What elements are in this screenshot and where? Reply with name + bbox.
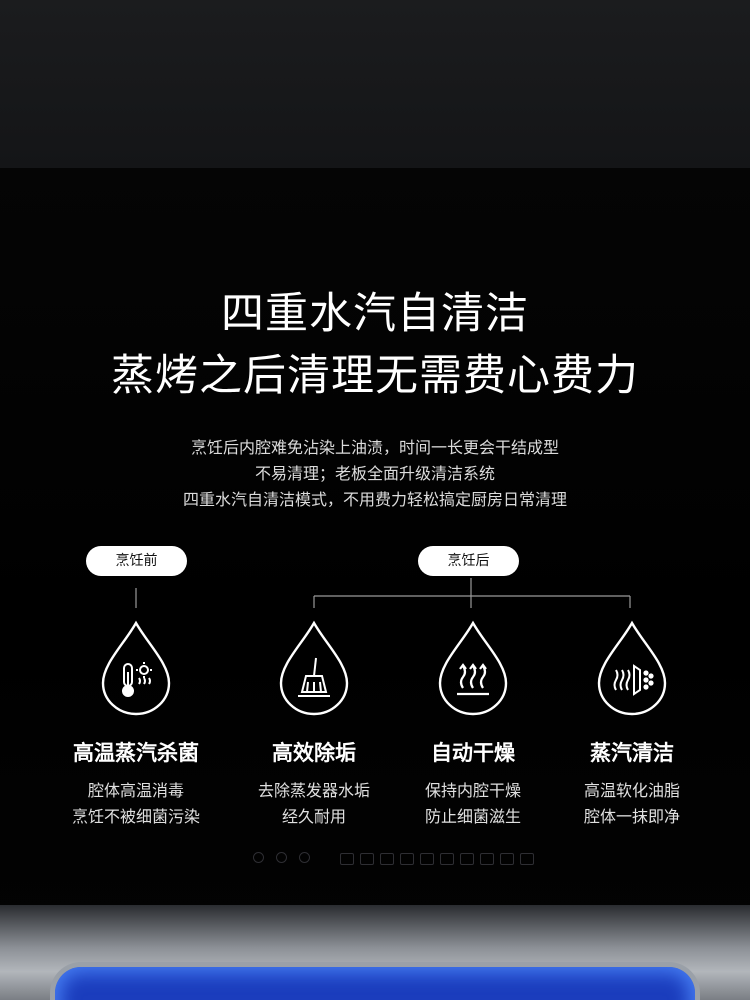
feature-3-line-2: 防止细菌滋生 (424, 807, 521, 826)
broom-icon (298, 657, 330, 697)
oven-frame (0, 905, 750, 1000)
panel-key-icon (480, 853, 494, 865)
feature-3-title: 自动干燥 (431, 741, 515, 765)
oven-window-glow (55, 967, 695, 1000)
control-panel-left-icons (253, 852, 310, 863)
thermometer-icon (122, 662, 152, 697)
heat-waves-icon (457, 663, 489, 696)
panel-key-icon (360, 853, 374, 865)
feature-2-title: 高效除垢 (272, 741, 356, 765)
description-line-1: 烹饪后内腔难免沾染上油渍，时间一长更会干结成型 (190, 438, 559, 457)
feature-3-drop (437, 620, 509, 716)
feature-4-line-1: 高温软化油脂 (583, 781, 680, 800)
description-line-3: 四重水汽自清洁模式，不用费力轻松搞定厨房日常清理 (182, 490, 567, 509)
feature-2-line-1: 去除蒸发器水垢 (257, 781, 370, 800)
stage-after-badge: 烹饪后 (418, 546, 519, 576)
steam-clean-icon (613, 664, 654, 696)
feature-2-line-2: 经久耐用 (281, 807, 346, 826)
feature-4-title: 蒸汽清洁 (590, 741, 674, 765)
panel-key-icon (500, 853, 514, 865)
top-appliance-band (0, 0, 750, 168)
panel-key-icon (420, 853, 434, 865)
feature-1-title: 高温蒸汽杀菌 (73, 741, 199, 765)
panel-key-icon (380, 853, 394, 865)
description-line-2: 不易清理；老板全面升级清洁系统 (254, 464, 495, 483)
headline-line-1: 四重水汽自清洁 (221, 289, 529, 339)
feature-1-line-2: 烹饪不被细菌污染 (71, 807, 200, 826)
feature-4-drop (596, 620, 668, 716)
stage-before-badge: 烹饪前 (86, 546, 187, 576)
panel-key-icon (340, 853, 354, 865)
panel-key-icon (440, 853, 454, 865)
feature-3-line-1: 保持内腔干燥 (424, 781, 521, 800)
feature-4-line-2: 腔体一抹即净 (583, 807, 680, 826)
panel-dot-icon (253, 852, 264, 863)
control-panel-button-row (340, 848, 660, 870)
panel-dot-icon (276, 852, 287, 863)
feature-1-line-1: 腔体高温消毒 (87, 781, 184, 800)
headline-line-2: 蒸烤之后清理无需费心费力 (111, 351, 639, 401)
panel-key-icon (460, 853, 474, 865)
panel-key-icon (400, 853, 414, 865)
feature-1-drop (100, 620, 172, 716)
panel-key-icon (520, 853, 534, 865)
feature-2-drop (278, 620, 350, 716)
panel-dot-icon (299, 852, 310, 863)
